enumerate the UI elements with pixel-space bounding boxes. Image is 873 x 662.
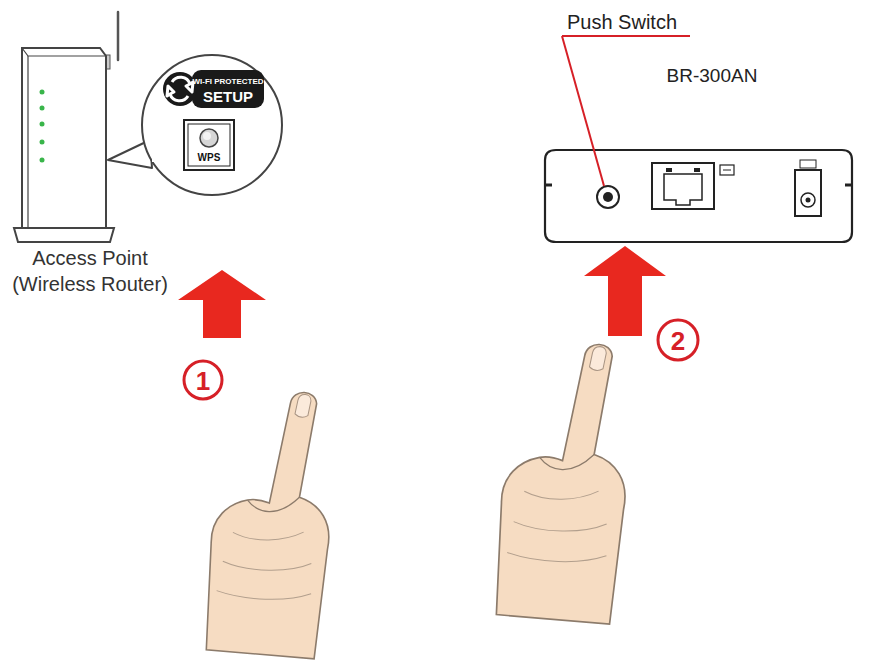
- red-arrow: [178, 270, 266, 338]
- logo-text: SETUP: [203, 89, 253, 106]
- leader-line: [562, 36, 690, 186]
- callout-circle: [184, 361, 222, 399]
- wireless-router: [14, 12, 118, 242]
- button-label: WPS: [198, 152, 221, 163]
- callout-circle: [658, 320, 698, 360]
- br-300an-device: [545, 150, 852, 242]
- callout-bubble: [108, 55, 282, 195]
- callout-number: 2: [671, 327, 685, 356]
- pointing-hand: [485, 334, 648, 630]
- pointing-hand: [196, 382, 351, 662]
- logo-text: WI-FI PROTECTED: [192, 78, 263, 87]
- part-name: (Wireless Router): [12, 273, 168, 295]
- red-arrow: [584, 246, 666, 336]
- callout-number: 1: [196, 367, 210, 396]
- part-name: Access Point: [32, 247, 148, 269]
- device-name: BR-300AN: [667, 66, 758, 87]
- part-name: Push Switch: [567, 11, 677, 33]
